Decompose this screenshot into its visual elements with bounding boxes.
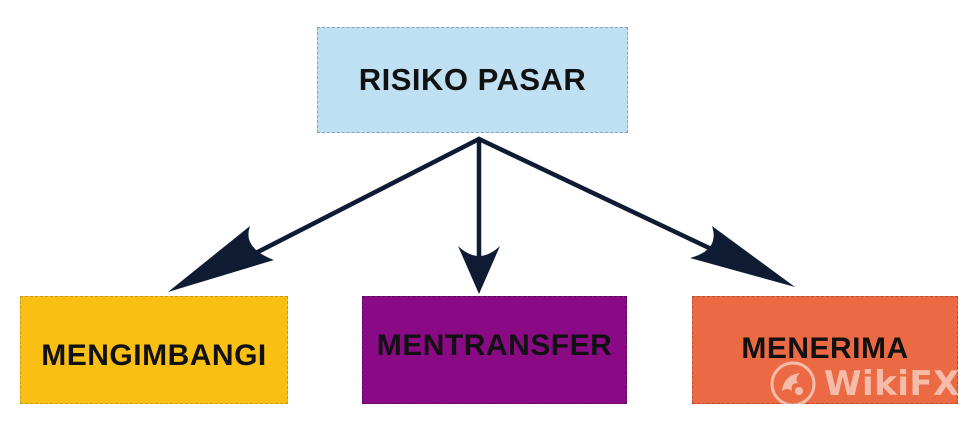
wikifx-logo-icon [770, 361, 816, 407]
child-node-mentransfer: MENTRANSFER [362, 296, 627, 404]
child-node-label: MENERIMA [741, 332, 909, 365]
root-node-label: RISIKO PASAR [358, 62, 587, 97]
arrow-to-mengimbangi [247, 136, 482, 259]
arrowhead-left [168, 226, 274, 292]
watermark: WikiFX [770, 358, 970, 410]
watermark-text: WikiFX [824, 364, 960, 404]
child-node-label: MENGIMBANGI [41, 339, 267, 372]
child-node-label: MENTRANSFER [376, 329, 613, 362]
arrowhead-middle [458, 246, 500, 294]
arrowhead-right [690, 226, 795, 287]
root-node-risiko-pasar: RISIKO PASAR [317, 27, 628, 133]
child-node-mengimbangi: MENGIMBANGI [20, 296, 288, 404]
child-node-menerima: MENERIMA [692, 296, 958, 404]
arrow-to-menerima [476, 136, 727, 258]
